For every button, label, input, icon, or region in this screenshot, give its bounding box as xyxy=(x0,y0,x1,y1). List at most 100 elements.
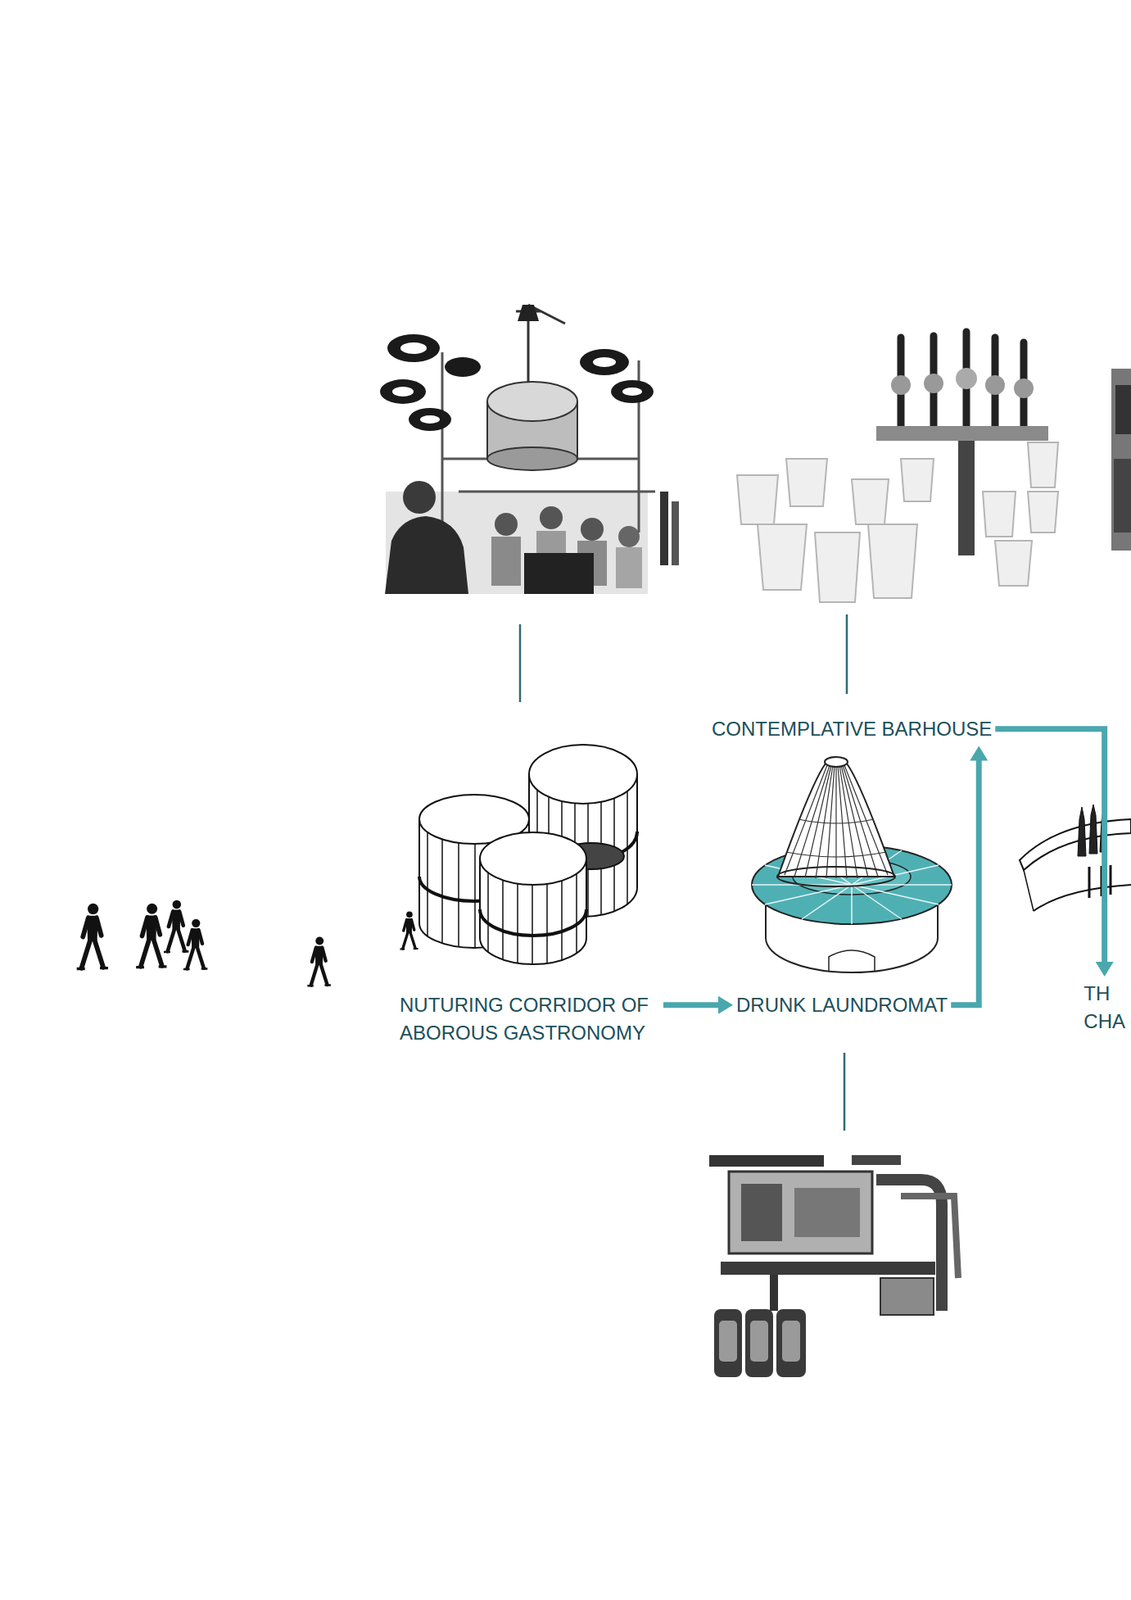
flow-arrow xyxy=(995,728,1113,977)
bar-photo-part xyxy=(891,375,911,395)
dining-photo-part xyxy=(487,447,578,471)
bar-photo-part xyxy=(985,375,1005,395)
machinery-photo-part xyxy=(851,1154,901,1165)
bar-photo-part-part xyxy=(1027,491,1059,533)
arrow-head xyxy=(1095,961,1114,977)
pavilion-drawing-part xyxy=(479,832,587,885)
machinery-photo xyxy=(709,1154,959,1377)
bar-photo-part xyxy=(1013,378,1034,399)
arrow-head xyxy=(969,746,988,761)
dining-photo-part xyxy=(579,348,629,376)
walking-figures-part xyxy=(135,903,167,968)
pavilion-drawing-part xyxy=(479,909,587,936)
stage-name: DRUNK LAUNDROMAT xyxy=(736,990,948,1019)
dining-photo-part xyxy=(610,380,654,403)
walking-figures-part xyxy=(399,910,418,949)
laundromat-drawing-part xyxy=(777,866,896,887)
bar-photo-part xyxy=(923,373,944,394)
flow-arrow xyxy=(663,995,733,1014)
machinery-photo-part xyxy=(719,1320,738,1362)
dining-photo-part xyxy=(524,552,594,594)
cropped-photo-part xyxy=(1113,458,1131,533)
cropped-photo-part xyxy=(1115,384,1131,435)
dining-photo-part xyxy=(615,547,643,589)
machinery-photo-part xyxy=(745,1308,774,1377)
bar-photo-part xyxy=(900,331,1024,426)
dining-photo-part xyxy=(387,334,440,362)
machinery-photo-part xyxy=(714,1308,742,1377)
walking-figures-part xyxy=(183,918,208,969)
bar-photo-part-part xyxy=(982,491,1016,537)
pavilion-drawing-part xyxy=(488,872,577,964)
bar-photo-part-part xyxy=(995,540,1032,586)
dining-photo-part xyxy=(671,501,679,566)
dining-photo-part xyxy=(618,525,640,548)
stage-label: CONTEMPLATIVE BARHOUSE xyxy=(708,711,996,747)
stage-label: NUTURING CORRIDOR OF ABOROUS GASTRONOMY xyxy=(396,987,664,1050)
stage-label: TH CHA xyxy=(1080,976,1129,1038)
arrow-head xyxy=(718,995,733,1014)
machinery-photo-part xyxy=(750,1320,769,1362)
bar-photo-part-part xyxy=(786,458,828,507)
laundromat-drawing-part xyxy=(824,756,848,767)
dining-photo-part xyxy=(580,517,604,541)
dining-photo-part xyxy=(420,415,440,424)
stage-name: TH CHA xyxy=(1083,979,1126,1035)
bar-photo-part xyxy=(876,425,1049,441)
stage-name: NUTURING CORRIDOR OF ABOROUS GASTRONOMY xyxy=(399,990,661,1046)
dining-photo-part xyxy=(592,357,616,367)
flow-line xyxy=(995,728,1104,965)
dining-photo-part xyxy=(442,352,656,533)
leader-line-part xyxy=(843,1052,846,1131)
bar-photo-part-part xyxy=(868,524,918,598)
flow-line xyxy=(663,1001,722,1008)
leader-line-part xyxy=(845,614,849,694)
dining-photo-part xyxy=(494,512,518,536)
bar-photo-part-part xyxy=(814,532,860,602)
dining-photo-part xyxy=(487,381,578,421)
leader-line-part xyxy=(519,624,522,702)
bar-photo-part xyxy=(737,442,1059,602)
dining-photo-part xyxy=(660,491,669,566)
bar-photo-part-part xyxy=(757,524,807,590)
walking-figures xyxy=(76,900,419,986)
pavilion-drawing-part xyxy=(529,744,638,804)
machinery-photo-part xyxy=(741,1183,783,1241)
machinery-photo-part xyxy=(782,1320,801,1362)
machinery-photo-part xyxy=(794,1187,860,1237)
bar-photo-part-part xyxy=(737,475,779,525)
cropped-photo xyxy=(1111,368,1131,551)
bar-photo-part xyxy=(955,367,978,390)
laundromat-drawing xyxy=(751,756,952,973)
bar-photo-part-part xyxy=(851,479,889,525)
dining-photo-part xyxy=(384,515,469,594)
dining-photo-part xyxy=(380,379,426,404)
dining-photo-part xyxy=(444,357,481,377)
dining-photo-part xyxy=(539,506,563,530)
bar-photo-part xyxy=(958,440,975,556)
walking-figures-part xyxy=(76,903,109,969)
dining-photo-part xyxy=(622,387,643,396)
bar-photo-part-part xyxy=(900,458,934,502)
dining-photo-part xyxy=(402,480,436,514)
machinery-photo-part xyxy=(880,1277,934,1315)
leader-line xyxy=(520,614,847,1131)
pavilion-drawing xyxy=(419,744,638,964)
machinery-photo-part xyxy=(776,1308,806,1377)
dining-photo xyxy=(380,304,679,594)
flow-arrow xyxy=(950,746,988,1005)
machinery-photo-part xyxy=(720,1261,936,1275)
laundromat-drawing-part xyxy=(784,764,888,878)
bar-photo-part-part xyxy=(1027,442,1059,488)
cropped-photo-part xyxy=(1111,368,1131,551)
dining-photo-part xyxy=(400,342,427,354)
cropped-drawing-part xyxy=(1023,869,1034,911)
bar-photo xyxy=(737,331,1059,602)
machinery-photo-part xyxy=(728,1171,873,1254)
dining-photo-part xyxy=(517,304,539,322)
dining-photo-part xyxy=(491,536,521,586)
cropped-drawing-part xyxy=(1019,818,1131,870)
cropped-drawing xyxy=(1019,804,1131,911)
